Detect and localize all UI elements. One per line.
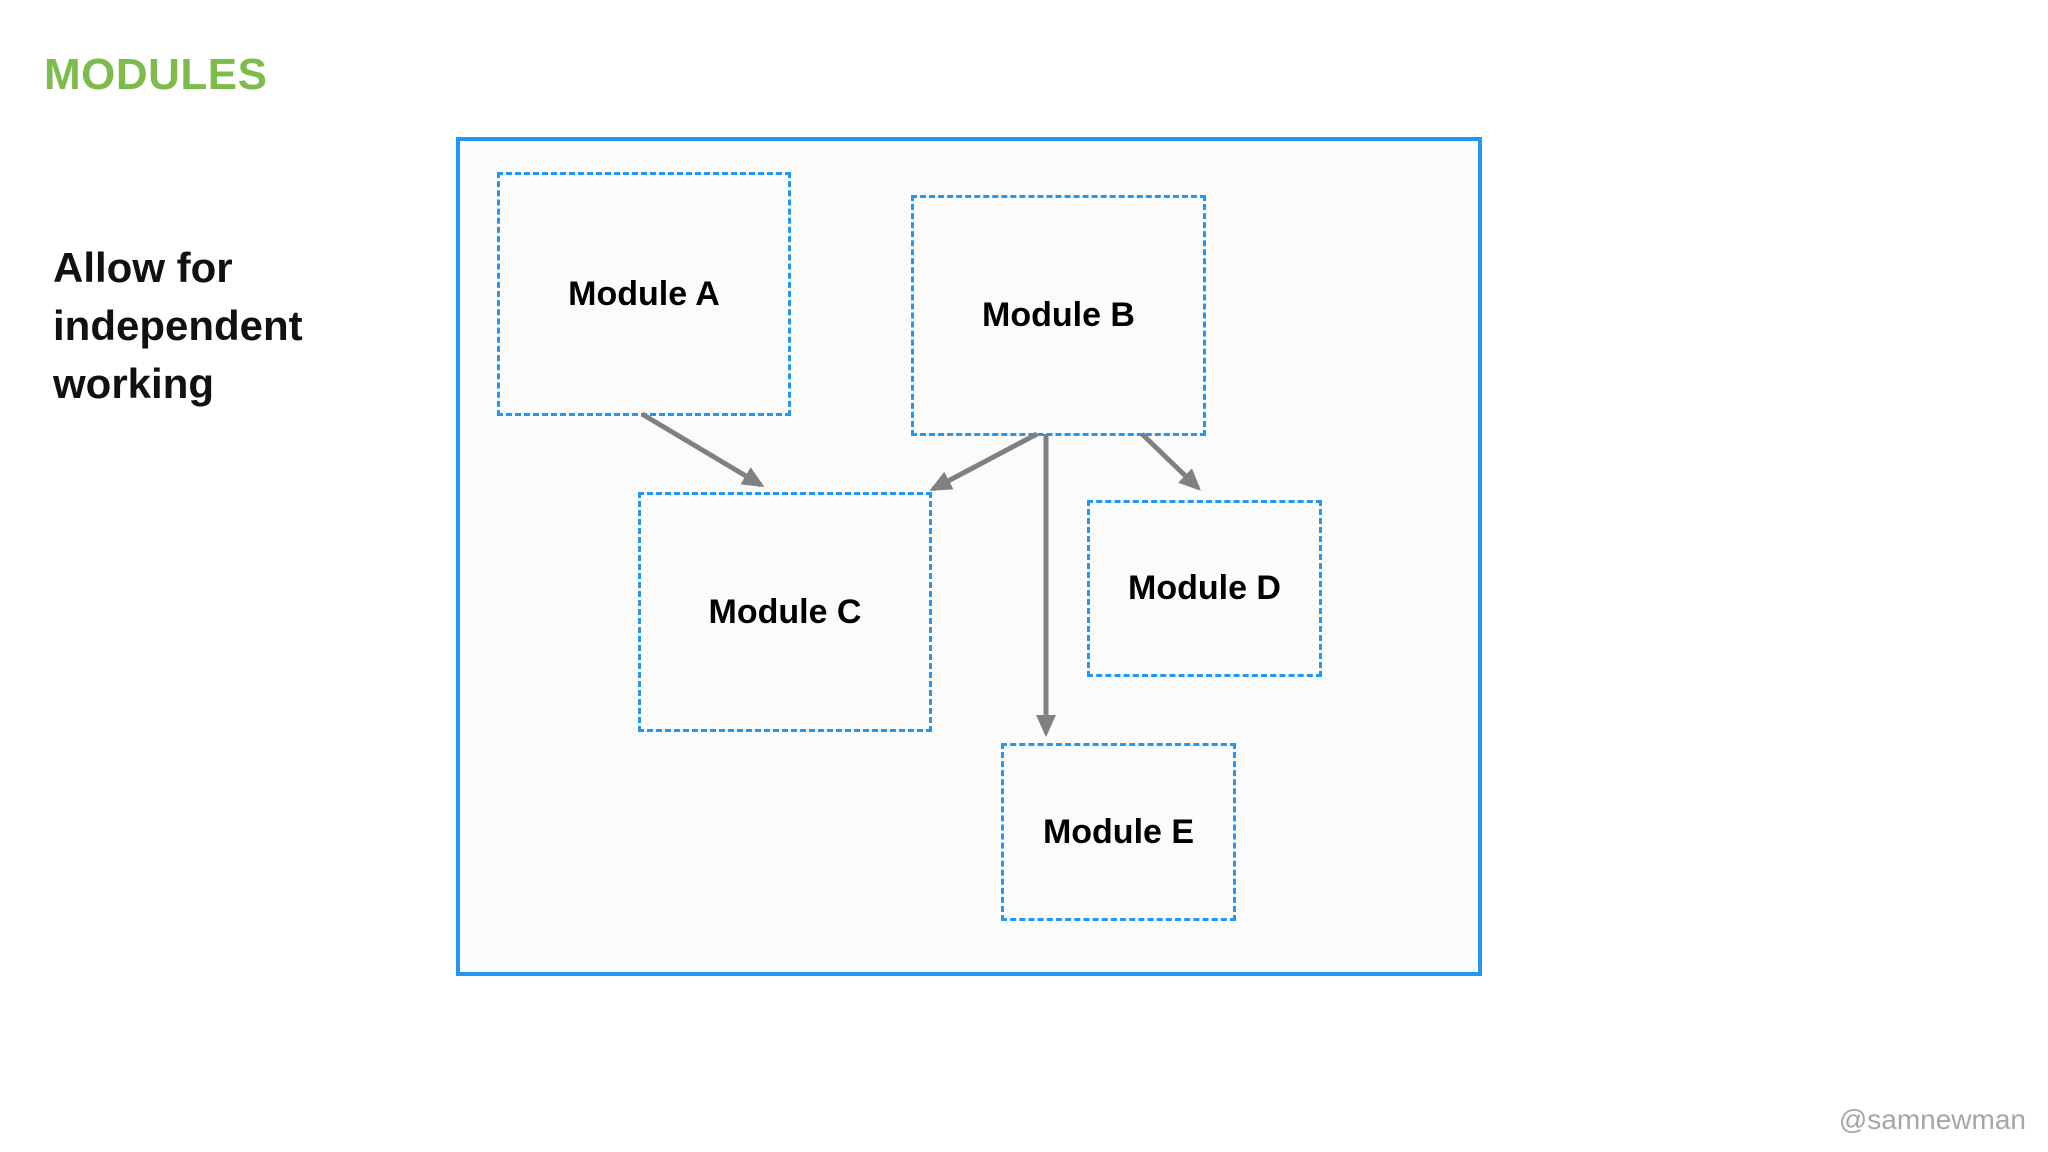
module-d-box: Module D bbox=[1087, 500, 1322, 677]
module-c-label: Module C bbox=[708, 592, 862, 631]
module-e-label: Module E bbox=[1042, 812, 1195, 851]
module-c-box: Module C bbox=[638, 492, 932, 732]
module-b-label: Module B bbox=[982, 296, 1135, 334]
module-d-label: Module D bbox=[1128, 569, 1281, 607]
slide-subtitle: Allow for independent working bbox=[53, 244, 303, 407]
slide-title: MODULES bbox=[44, 50, 268, 99]
watermark: @samnewman bbox=[1838, 1104, 2026, 1135]
module-a-label: Module A bbox=[568, 274, 720, 313]
modules-container-box: Module A Module B Module C Module D Modu… bbox=[456, 137, 1482, 976]
module-e-box: Module E bbox=[1001, 743, 1236, 921]
module-b-box: Module B bbox=[911, 195, 1206, 436]
module-a-box: Module A bbox=[497, 172, 791, 416]
